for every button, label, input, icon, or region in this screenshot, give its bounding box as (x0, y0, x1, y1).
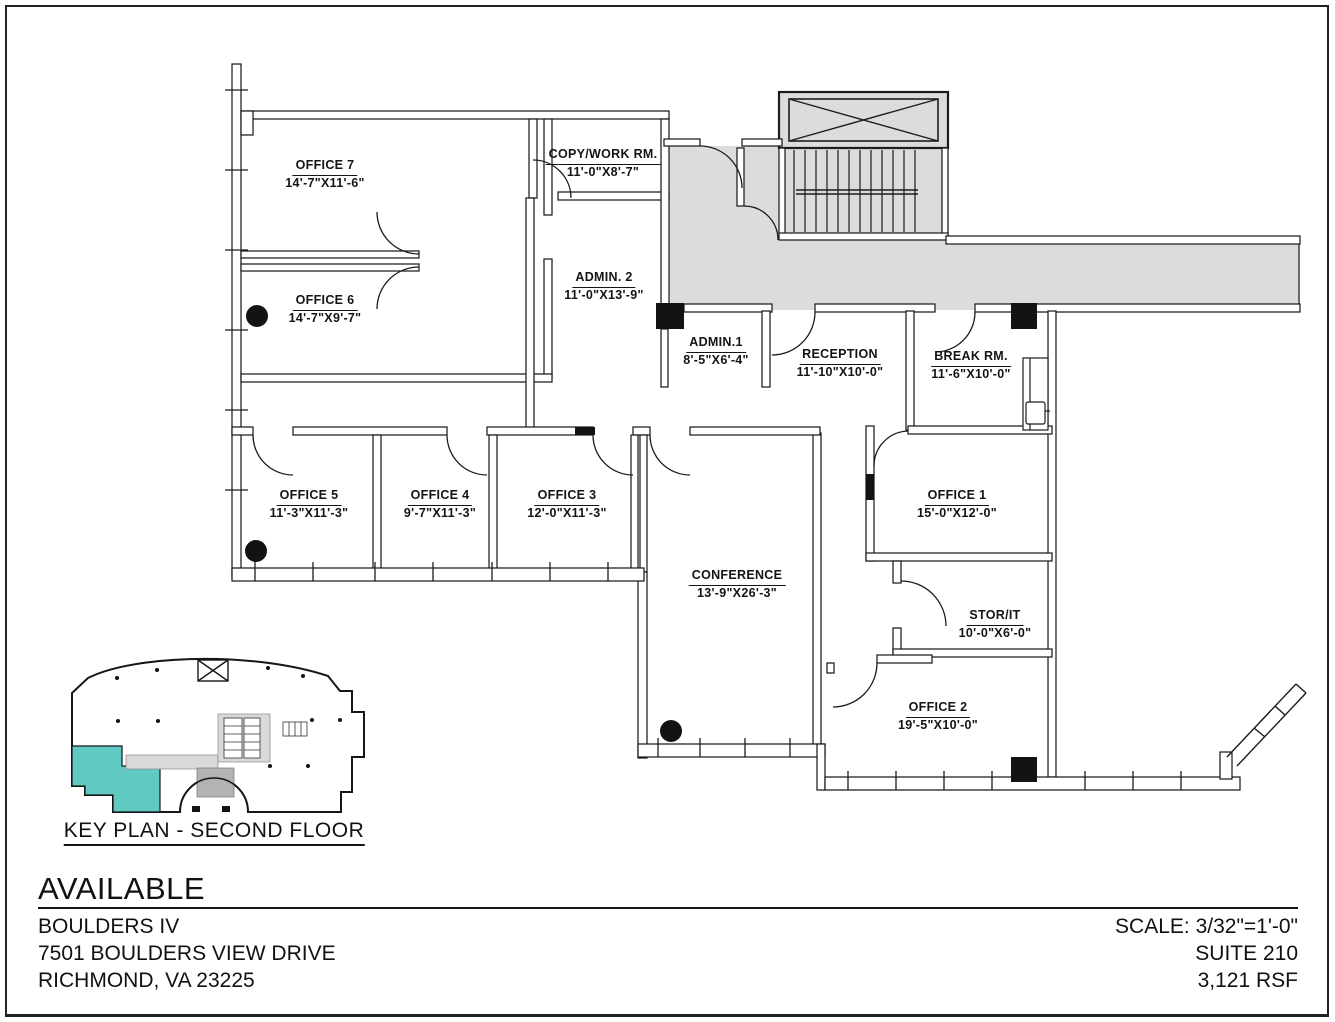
stairwell (793, 150, 918, 232)
room-name: STOR/IT (966, 608, 1024, 626)
suite-number: SUITE 210 (1195, 942, 1298, 965)
elevator-shaft-icon (777, 90, 950, 150)
room-label-office-2: OFFICE 2 19'-5"X10'-0" (898, 700, 978, 733)
scale-note: SCALE: 3/32"=1'-0" (1115, 915, 1298, 938)
room-name: ADMIN.1 (686, 335, 746, 353)
room-label-copy-work-rm: COPY/WORK RM. 11'-0"X8'-7" (545, 147, 661, 180)
room-dims: 14'-7"X11'-6" (285, 175, 365, 190)
suite-area: 3,121 RSF (1197, 969, 1298, 992)
availability-heading: AVAILABLE (38, 871, 206, 906)
room-label-reception: RECEPTION 11'-10"X10'-0" (797, 347, 884, 380)
room-dims: 19'-5"X10'-0" (897, 717, 979, 732)
window-ticks (225, 89, 1182, 790)
room-name: OFFICE 1 (924, 488, 990, 506)
room-dims: 15'-0"X12'-0" (916, 505, 998, 520)
key-plan-atrium (196, 767, 235, 798)
room-name: OFFICE 5 (276, 488, 342, 506)
suite-info-block: SCALE: 3/32"=1'-0" SUITE 210 3,121 RSF (1115, 913, 1298, 994)
room-dims: 8'-5"X6'-4" (683, 352, 749, 367)
key-plan-elevator (197, 659, 229, 682)
room-label-office-3: OFFICE 3 12'-0"X11'-3" (527, 488, 606, 521)
room-label-break-rm: BREAK RM. 11'-6"X10'-0" (931, 349, 1011, 382)
room-name: ADMIN. 2 (572, 270, 636, 288)
door-arcs (252, 145, 976, 708)
room-name: OFFICE 2 (905, 700, 971, 718)
room-name: COPY/WORK RM. (545, 147, 661, 165)
room-label-admin-2: ADMIN. 2 11'-0"X13'-9" (564, 270, 643, 303)
key-plan-corridor (125, 754, 219, 770)
room-dims: 14'-7"X9'-7" (288, 310, 362, 325)
room-label-office-4: OFFICE 4 9'-7"X11'-3" (404, 488, 476, 521)
column-markers (245, 305, 682, 742)
room-dims: 11'-6"X10'-0" (931, 366, 1011, 381)
room-label-conference: CONFERENCE 13'-9"X26'-3" (688, 568, 786, 601)
address-block: BOULDERS IV 7501 BOULDERS VIEW DRIVE RIC… (38, 913, 336, 994)
building-name: BOULDERS IV (38, 915, 180, 938)
room-dims: 11'-0"X8'-7" (566, 164, 640, 179)
structural-columns (575, 303, 1037, 782)
key-plan-caption: KEY PLAN - SECOND FLOOR (63, 819, 365, 846)
room-name: OFFICE 3 (534, 488, 600, 506)
divider-line (38, 907, 1298, 909)
room-name: RECEPTION (799, 347, 881, 365)
room-name: OFFICE 7 (292, 158, 358, 176)
room-label-office-1: OFFICE 1 15'-0"X12'-0" (917, 488, 997, 521)
walls (231, 63, 1301, 791)
corridor-fill (668, 92, 1300, 310)
room-name: OFFICE 4 (407, 488, 473, 506)
room-dims: 11'-10"X10'-0" (796, 364, 884, 379)
room-dims: 11'-0"X13'-9" (564, 287, 644, 302)
room-dims: 10'-0"X6'-0" (958, 625, 1032, 640)
room-name: CONFERENCE (688, 568, 786, 586)
key-plan-suite-highlight (71, 745, 161, 813)
room-label-office-7: OFFICE 7 14'-7"X11'-6" (285, 158, 364, 191)
room-dims: 12'-0"X11'-3" (527, 505, 607, 520)
break-room-counter (1022, 357, 1050, 431)
room-dims: 11'-3"X11'-3" (269, 505, 349, 520)
room-label-admin-1: ADMIN.1 8'-5"X6'-4" (683, 335, 749, 368)
room-name: OFFICE 6 (292, 293, 358, 311)
room-label-office-6: OFFICE 6 14'-7"X9'-7" (289, 293, 362, 326)
room-dims: 9'-7"X11'-3" (403, 505, 477, 520)
room-name: BREAK RM. (931, 349, 1011, 367)
key-plan (71, 657, 365, 813)
room-dims: 13'-9"X26'-3" (696, 585, 778, 600)
address-line-1: 7501 BOULDERS VIEW DRIVE (38, 942, 336, 965)
room-label-stor-it: STOR/IT 10'-0"X6'-0" (959, 608, 1032, 641)
angled-wall (1226, 683, 1307, 767)
room-label-office-5: OFFICE 5 11'-3"X11'-3" (270, 488, 349, 521)
address-line-2: RICHMOND, VA 23225 (38, 969, 255, 992)
